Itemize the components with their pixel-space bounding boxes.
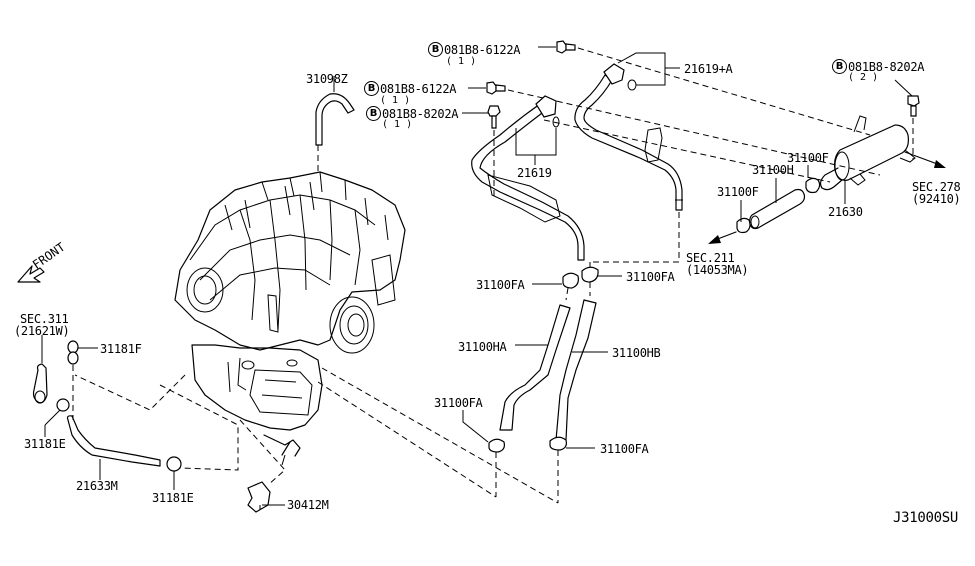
clip-31181E-left (44, 398, 70, 437)
label-31181E-left: 31181E (24, 437, 66, 451)
label-21633M: 21633M (76, 479, 118, 493)
bolt-marker-icon: B (832, 59, 847, 74)
bolt-marker-icon: B (366, 106, 381, 121)
clips-31100FA-upper (532, 266, 622, 301)
oil-cooler-pipe-21619 (471, 95, 831, 261)
label-31100F-upper: 31100F (787, 151, 829, 165)
oil-cooler-21630 (819, 115, 946, 204)
bolt-marker-icon: B (428, 42, 443, 57)
label-bolt-1: 081B8-6122A (444, 43, 521, 57)
bracket-30412M (247, 481, 285, 513)
clips-31100FA-lower (462, 410, 595, 503)
label-31100FA-lowright: 31100FA (600, 442, 649, 456)
bolt-081B8-6122A-top (538, 40, 576, 54)
label-sec211: SEC.211 (686, 251, 735, 265)
label-31100H: 31100H (752, 163, 794, 177)
label-21619A: 21619+A (684, 62, 733, 76)
label-sec278: SEC.278 (912, 180, 961, 194)
clip-31181E-bottom (166, 456, 182, 490)
label-31100FA-right: 31100FA (626, 270, 675, 284)
label-31181F: 31181F (100, 342, 142, 356)
label-31181E-bottom: 31181E (152, 491, 194, 505)
bolt-081B8-6122A-mid (468, 81, 506, 95)
sec311-fitting (32, 335, 48, 404)
label-31100F-lower: 31100F (717, 185, 759, 199)
bolt-081B8-8202A-right (894, 79, 920, 160)
label-21619: 21619 (517, 166, 552, 180)
qty-bolt-1: ( 1 ) (446, 56, 477, 67)
hose-31100HA (499, 304, 571, 431)
hose-31100H (708, 165, 821, 244)
clip-31181F (67, 340, 98, 365)
qty-bolt-3: ( 1 ) (382, 119, 413, 130)
front-arrow-icon (17, 265, 45, 283)
hose-21633M (66, 415, 161, 480)
label-21630: 21630 (828, 205, 863, 219)
label-sec311: SEC.311 (20, 312, 69, 326)
qty-bolt-4: ( 2 ) (848, 72, 879, 83)
label-30412M: 30412M (287, 498, 329, 512)
hose-31100HB (555, 299, 608, 441)
breather-hose-31098Z (315, 76, 355, 172)
label-31100FA-left: 31100FA (476, 278, 525, 292)
label-31100HA: 31100HA (458, 340, 507, 354)
qty-bolt-2: ( 1 ) (380, 95, 411, 106)
label-sec211-code: (14053MA) (686, 263, 749, 277)
bolt-marker-icon: B (364, 81, 379, 96)
bolt-081B8-8202A-mid (462, 105, 501, 200)
label-sec278-code: (92410) (912, 192, 961, 206)
transmission-assembly (174, 171, 406, 466)
label-31098Z: 31098Z (306, 72, 348, 86)
diagram-code: J31000SU (893, 510, 959, 526)
label-bolt-2: 081B8-6122A (380, 82, 457, 96)
label-31100HB: 31100HB (612, 346, 661, 360)
label-31100FA-lowleft: 31100FA (434, 396, 483, 410)
oil-cooler-pipe-21619A (574, 52, 683, 275)
label-bolt-3: 081B8-8202A (382, 107, 459, 121)
label-bolt-4: 081B8-8202A (848, 60, 925, 74)
label-sec311-code: (21621W) (14, 324, 70, 338)
